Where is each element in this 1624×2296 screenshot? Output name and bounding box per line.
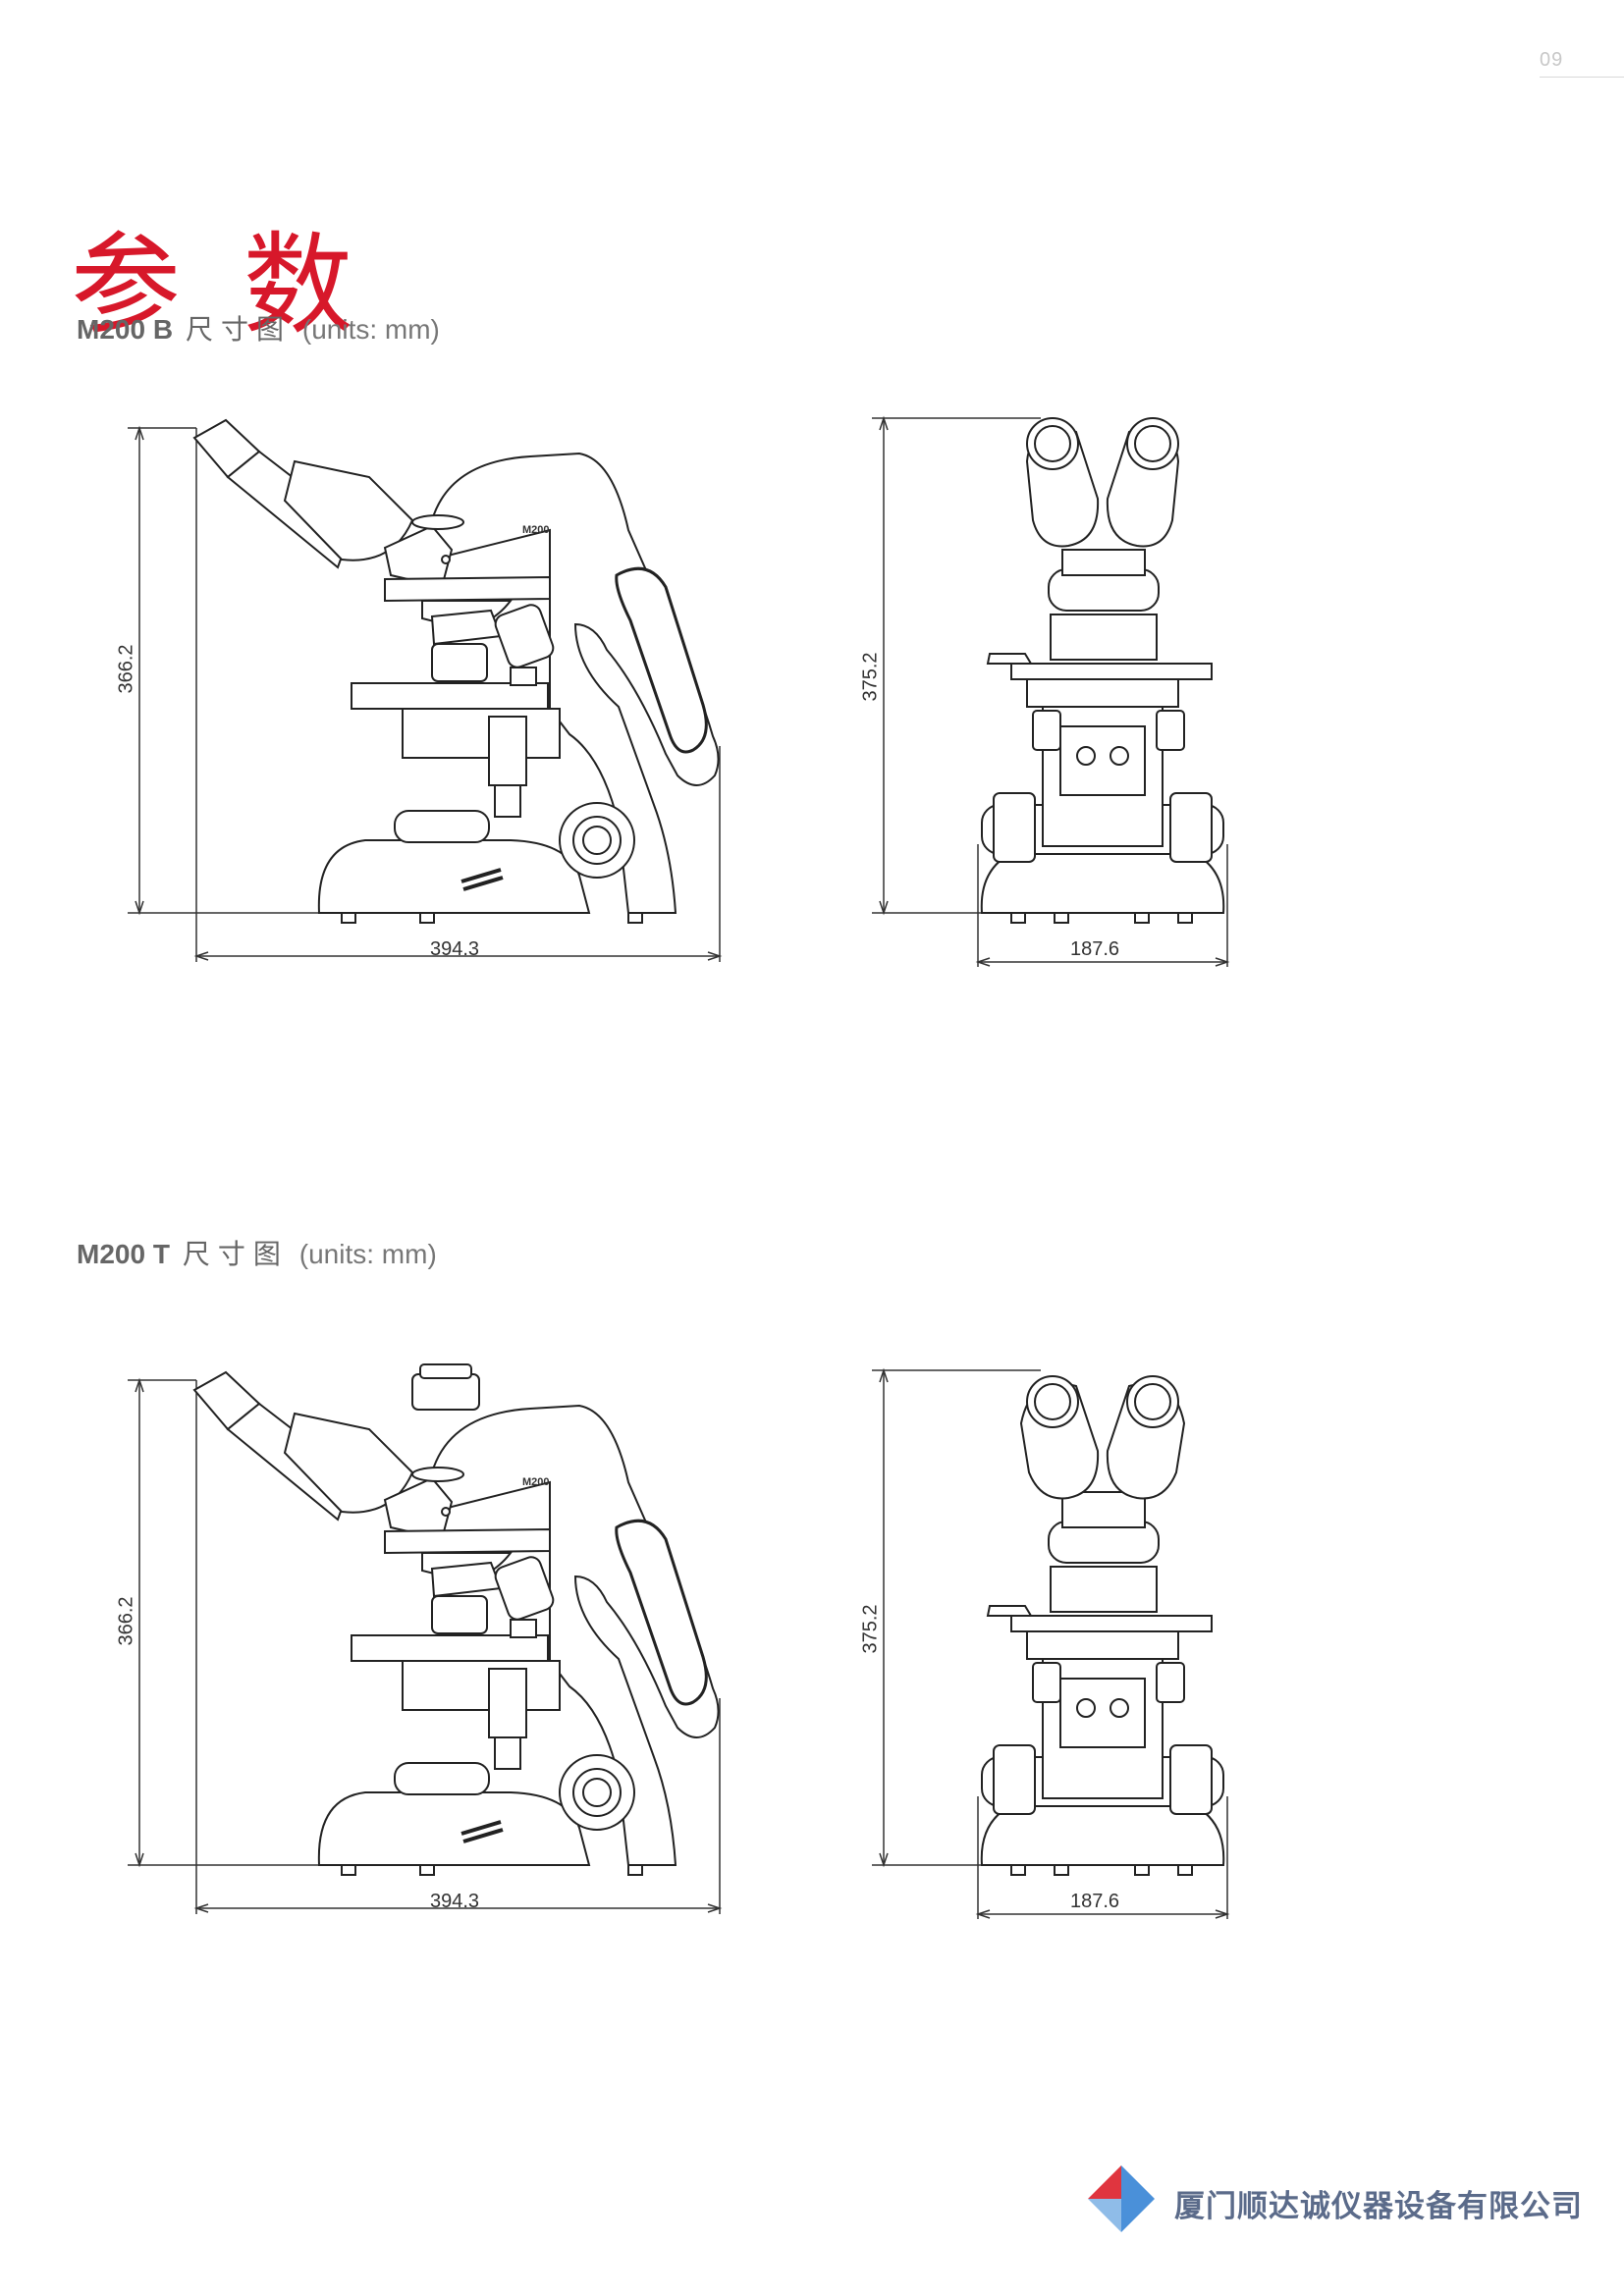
front-height-label: 375.2: [859, 1604, 882, 1654]
microscope-front-view: [980, 417, 1225, 924]
side-width-label: 394.3: [430, 938, 480, 960]
microscope-drawings-svg: [128, 415, 1230, 967]
microscope-front-view: [980, 1375, 1225, 1876]
microscope-drawings-svg: [128, 1363, 1230, 1919]
front-height-label: 375.2: [859, 652, 882, 702]
heading-cn: 尺寸图: [185, 313, 292, 346]
side-width-label: 394.3: [430, 1891, 480, 1912]
model-name: M200 T: [77, 1239, 170, 1269]
model-name: M200 B: [77, 314, 174, 345]
heading-units: (units: mm): [298, 1239, 437, 1269]
brand-label: M200: [522, 1476, 550, 1488]
dimension-drawing-m200t: 366.2 394.3 375.2 187.6 M200: [0, 1345, 1624, 1983]
side-height-label: 366.2: [115, 644, 137, 694]
page-number-rule: [1540, 77, 1624, 78]
front-width-label: 187.6: [1070, 938, 1120, 960]
heading-units: (units: mm): [301, 314, 440, 345]
page-title: 参 数: [71, 222, 367, 350]
section-heading-m200b: M200 B 尺寸图 (units: mm): [77, 308, 440, 347]
company-name: 厦门顺达诚仪器设备有限公司: [1174, 2189, 1583, 2224]
company-logo-icon: [1088, 2165, 1155, 2232]
brand-label: M200: [522, 524, 550, 536]
side-height-label: 366.2: [115, 1596, 137, 1646]
section-heading-m200t: M200 T 尺寸图 (units: mm): [77, 1233, 437, 1272]
heading-cn: 尺寸图: [182, 1238, 289, 1270]
page-number: 09: [1540, 49, 1564, 71]
microscope-side-view: [192, 1363, 720, 1876]
dimension-drawing-m200b: 366.2 394.3 375.2 187.6 M200: [0, 393, 1624, 1031]
front-width-label: 187.6: [1070, 1891, 1120, 1912]
microscope-side-view: [192, 418, 720, 924]
